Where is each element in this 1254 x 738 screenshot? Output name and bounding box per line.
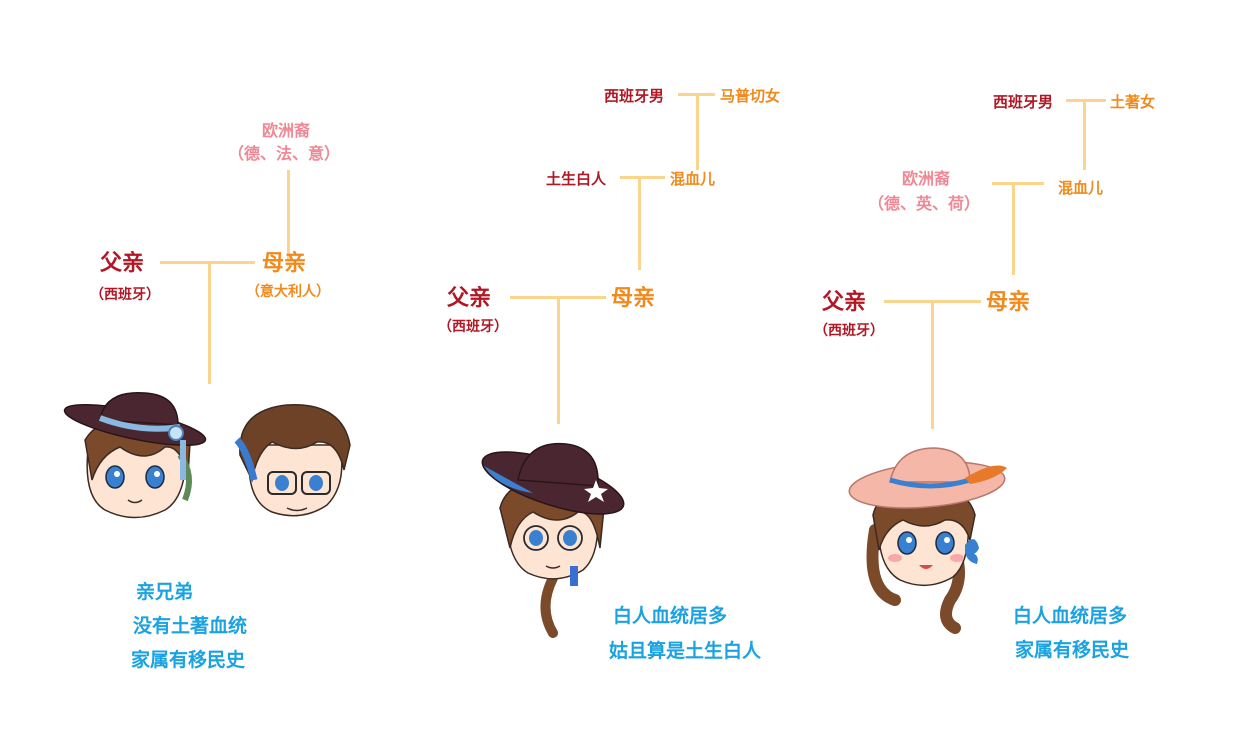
tree3-caption-line-2: 家属有移民史 bbox=[1015, 639, 1130, 661]
tree3-line-g-child bbox=[1012, 183, 1015, 275]
tree2-line-g-marriage bbox=[620, 176, 665, 179]
tree1-grandparent-label: 欧洲裔 bbox=[262, 121, 311, 140]
tree2-line-g-child bbox=[638, 177, 641, 270]
tree3-great-grandfather-label: 西班牙男 bbox=[993, 93, 1054, 111]
tree3-line-gg-marriage bbox=[1066, 99, 1106, 102]
tree2-great-grandmother-label: 马普切女 bbox=[720, 87, 781, 105]
tree1-grandparent-sub: （德、法、意） bbox=[228, 144, 341, 163]
tree3-line-child bbox=[931, 301, 934, 429]
tree1-mother-label: 母亲 bbox=[262, 251, 307, 276]
tree2-line-gg-child bbox=[696, 94, 699, 170]
tree2-caption-line-2: 姑且算是土生白人 bbox=[609, 640, 762, 662]
child-hat-glasses-portrait bbox=[481, 442, 625, 638]
tree1-caption-line-2: 没有土著血统 bbox=[133, 615, 248, 637]
tree2-line-child bbox=[557, 297, 560, 424]
tree3-line-g-marriage bbox=[992, 182, 1044, 185]
tree3-caption-line-1: 白人血统居多 bbox=[1013, 605, 1128, 627]
tree3-grandparent-sub: （德、英、荷） bbox=[868, 194, 981, 213]
tree3-grandmother-label: 混血儿 bbox=[1058, 179, 1104, 197]
tree2-mother-label: 母亲 bbox=[611, 286, 656, 311]
tree1-father-sub: （西班牙） bbox=[90, 287, 160, 303]
tree1-mother-sub: （意大利人） bbox=[246, 284, 330, 300]
brother-glasses-portrait bbox=[234, 404, 351, 517]
tree3-father-sub: （西班牙） bbox=[814, 323, 884, 339]
tree1-line-child bbox=[208, 262, 211, 384]
tree1-father-label: 父亲 bbox=[100, 251, 145, 276]
tree3-great-grandmother-label: 土著女 bbox=[1110, 93, 1156, 111]
tree3-grandparent-label: 欧洲裔 bbox=[902, 169, 951, 188]
brother-hat-portrait bbox=[63, 391, 207, 519]
tree2-caption-line-1: 白人血统居多 bbox=[613, 605, 728, 627]
tree2-father-label: 父亲 bbox=[447, 286, 492, 311]
tree2-father-sub: （西班牙） bbox=[438, 319, 508, 335]
tree3-mother-label: 母亲 bbox=[986, 290, 1031, 315]
tree2-grandmother-label: 混血儿 bbox=[670, 170, 716, 188]
tree1-caption-line-3: 家属有移民史 bbox=[131, 649, 246, 671]
tree1-caption-line-1: 亲兄弟 bbox=[136, 581, 194, 603]
tree1-line-marriage bbox=[160, 261, 255, 264]
tree2-great-grandfather-label: 西班牙男 bbox=[604, 87, 665, 105]
tree3-line-gg-child bbox=[1083, 100, 1086, 170]
tree1-line-grandparent bbox=[287, 170, 290, 260]
tree3-father-label: 父亲 bbox=[822, 290, 867, 315]
tree2-grandfather-label: 土生白人 bbox=[546, 170, 607, 188]
child-girl-sunhat-portrait bbox=[848, 447, 1007, 634]
